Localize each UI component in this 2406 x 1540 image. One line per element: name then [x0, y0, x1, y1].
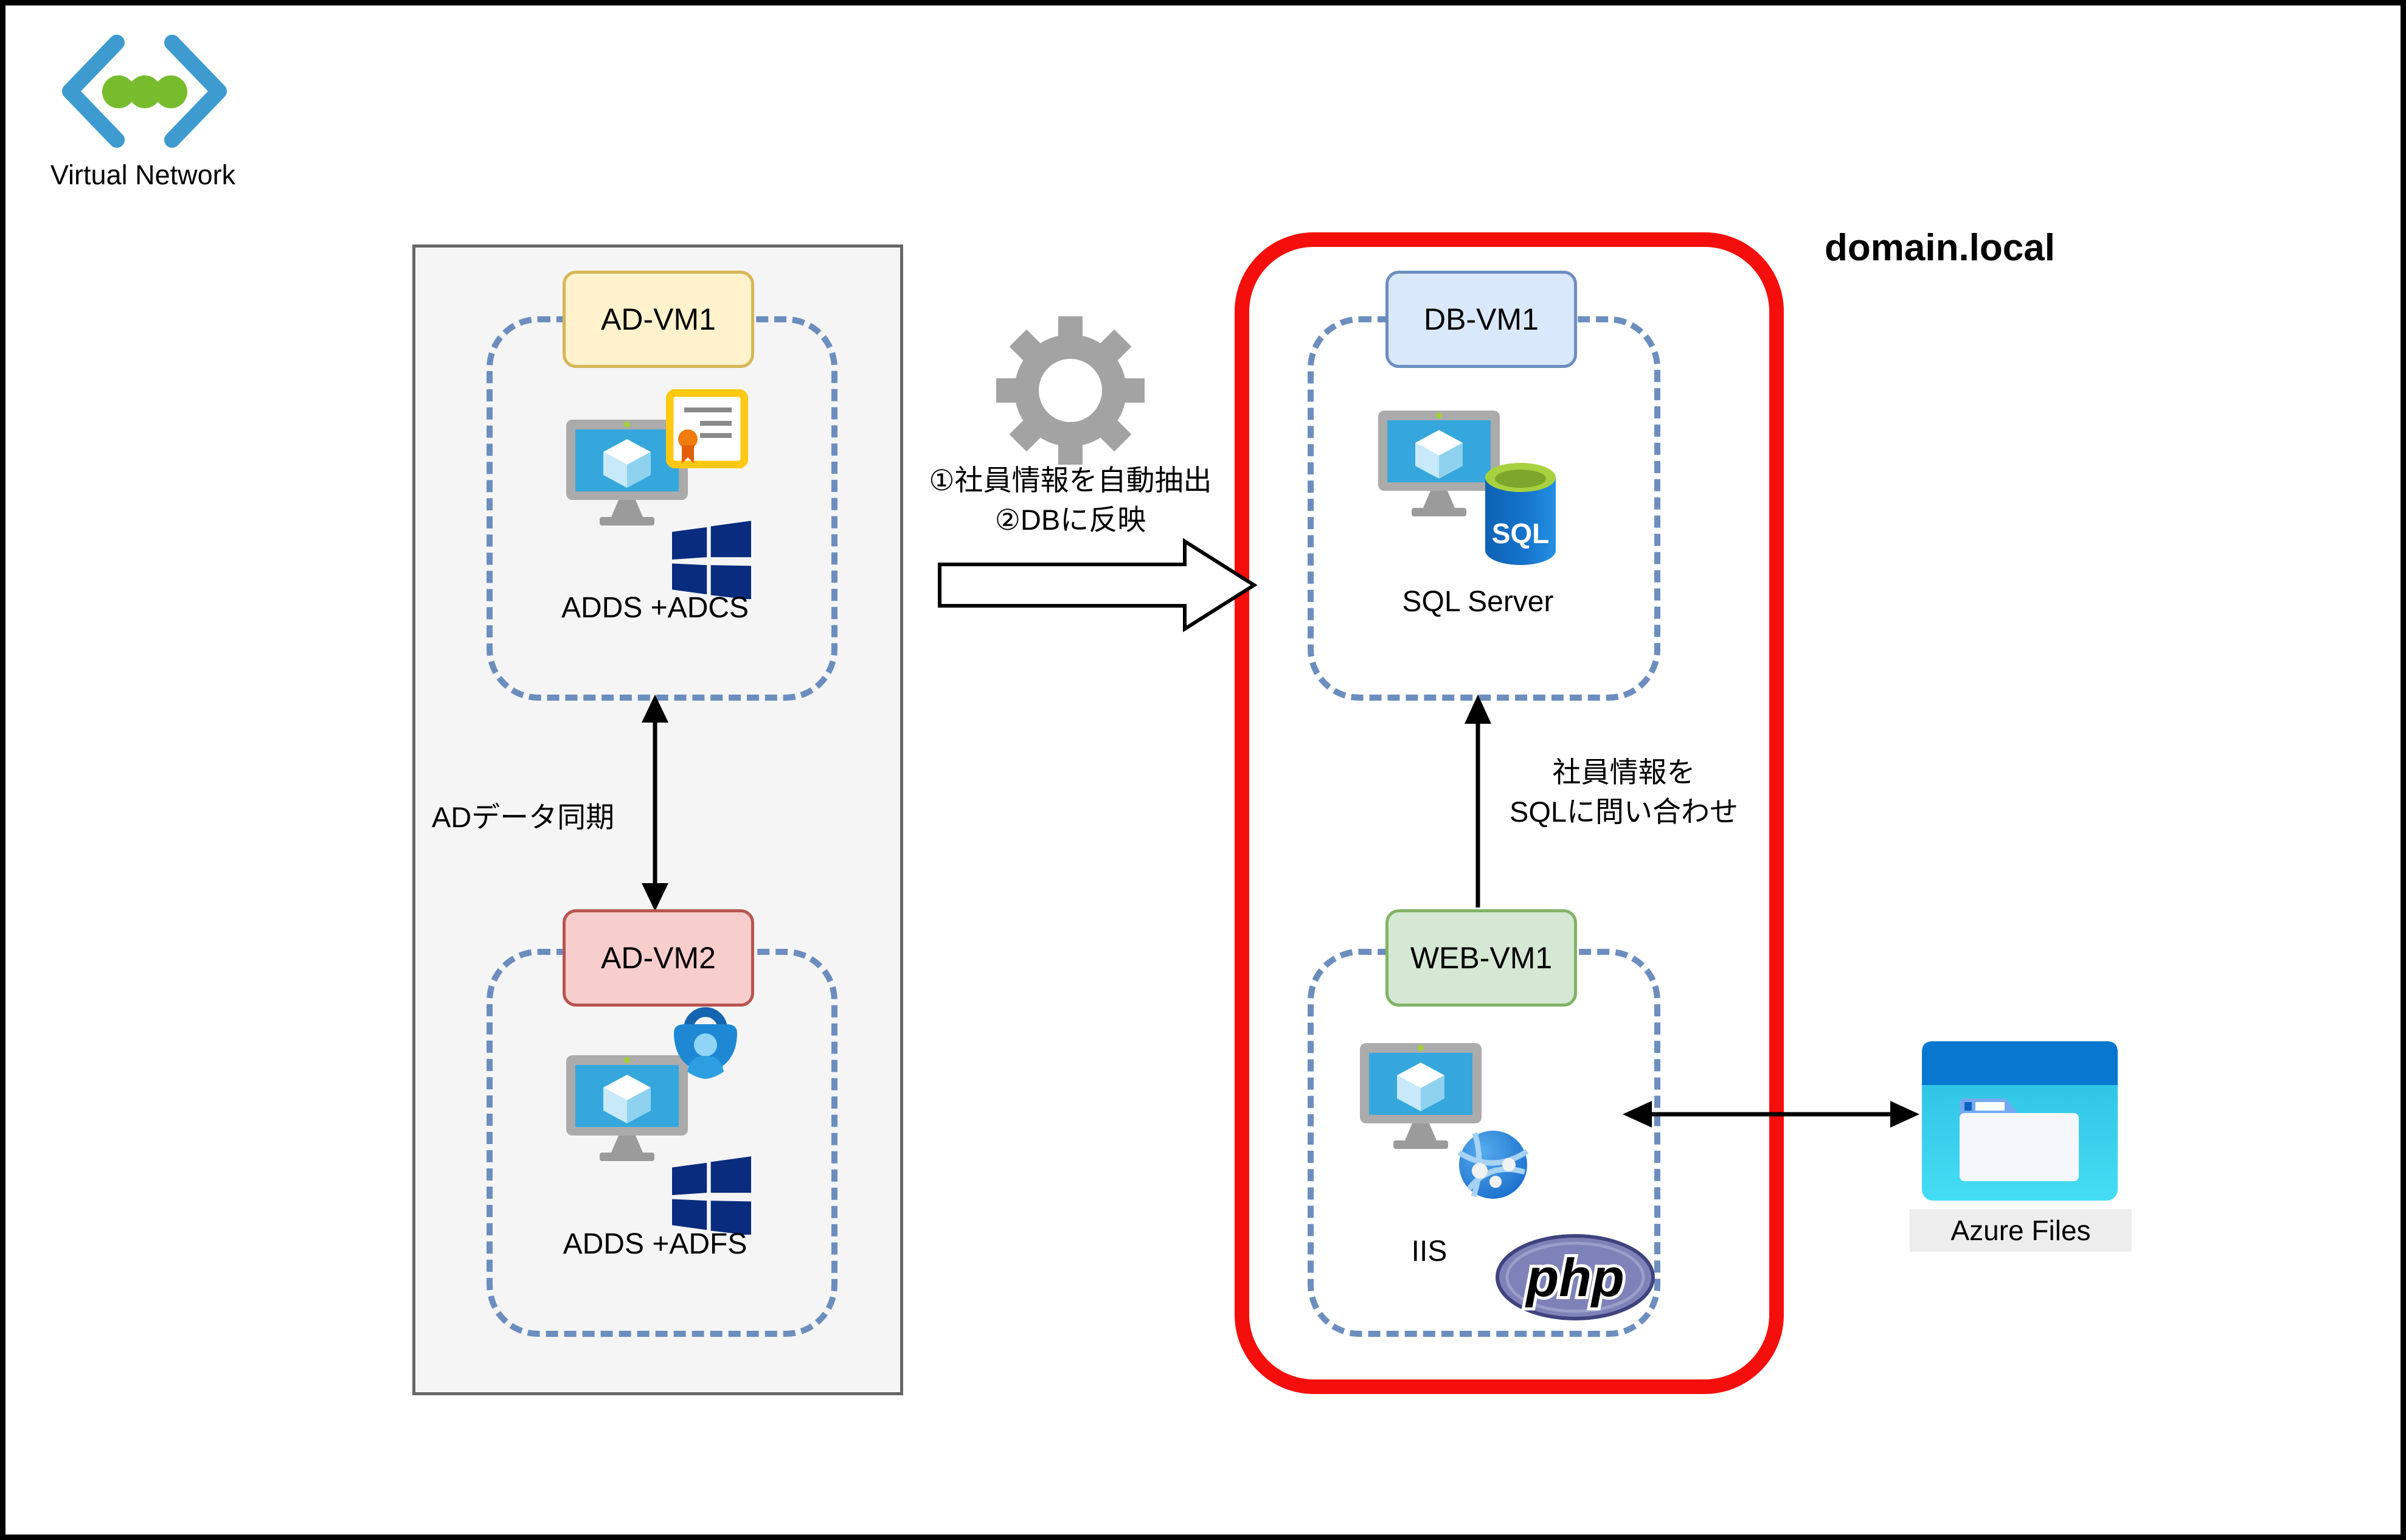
vm-icon-advm1 [566, 420, 688, 525]
php-logo-text: php [1525, 1247, 1624, 1308]
web-vm1-label: WEB-VM1 [1410, 941, 1553, 975]
ad-vm1-caption: ADDS +ADCS [561, 592, 749, 624]
node-db-vm1: DB-VM1 [1385, 271, 1577, 368]
query-note-line1: 社員情報を [1552, 756, 1696, 788]
flow-note-line2: ②DBに反映 [994, 503, 1146, 536]
azure-files-label: Azure Files [1910, 1209, 2132, 1252]
domain-zone-outline [1235, 232, 1784, 1394]
query-note: 社員情報を SQLに問い合わせ [1490, 753, 1758, 832]
node-ad-vm1: AD-VM1 [563, 271, 754, 368]
vm-icon-advm2 [566, 1055, 688, 1161]
virtual-network-icon [62, 35, 227, 148]
web-vm1-caption: IIS [1411, 1235, 1447, 1268]
svg-text:SQL: SQL [1492, 518, 1550, 549]
query-arrow [1465, 695, 1491, 907]
ad-vm2-caption: ADDS +ADFS [563, 1228, 747, 1260]
domain-name-label: domain.local [1825, 227, 2055, 269]
node-ad-vm2: AD-VM2 [563, 909, 754, 1007]
virtual-network-label: Virtual Network [50, 159, 236, 190]
windows-icon-advm2 [672, 1156, 751, 1235]
ad-sync-arrow [642, 695, 668, 911]
sql-database-icon: SQL [1485, 463, 1556, 565]
db-vm1-label: DB-VM1 [1424, 302, 1539, 336]
query-note-line2: SQLに問い合わせ [1509, 795, 1739, 828]
ad-vm2-label: AD-VM2 [601, 941, 716, 975]
web-globe-icon [1457, 1131, 1529, 1199]
ad-sync-note: ADデータ同期 [431, 801, 615, 833]
ad-vm1-label: AD-VM1 [601, 302, 716, 336]
flow-note-line1: ①社員情報を自動抽出 [929, 464, 1212, 496]
windows-icon-advm1 [672, 521, 751, 599]
vm-icon-dbvm1 [1378, 411, 1500, 516]
db-vm1-caption: SQL Server [1402, 586, 1554, 618]
php-logo: php [1496, 1234, 1655, 1320]
node-web-vm1: WEB-VM1 [1385, 909, 1577, 1007]
azure-ad-lock-icon [674, 1007, 737, 1079]
certificate-icon [666, 389, 748, 468]
extract-block-arrow [938, 538, 1258, 633]
flow-note: ①社員情報を自動抽出 ②DBに反映 [888, 461, 1253, 540]
gear-icon [996, 316, 1145, 465]
vm-icon-webvm1 [1360, 1043, 1482, 1149]
azure-files-icon [1922, 1041, 2118, 1201]
files-double-arrow [1623, 1101, 1919, 1128]
